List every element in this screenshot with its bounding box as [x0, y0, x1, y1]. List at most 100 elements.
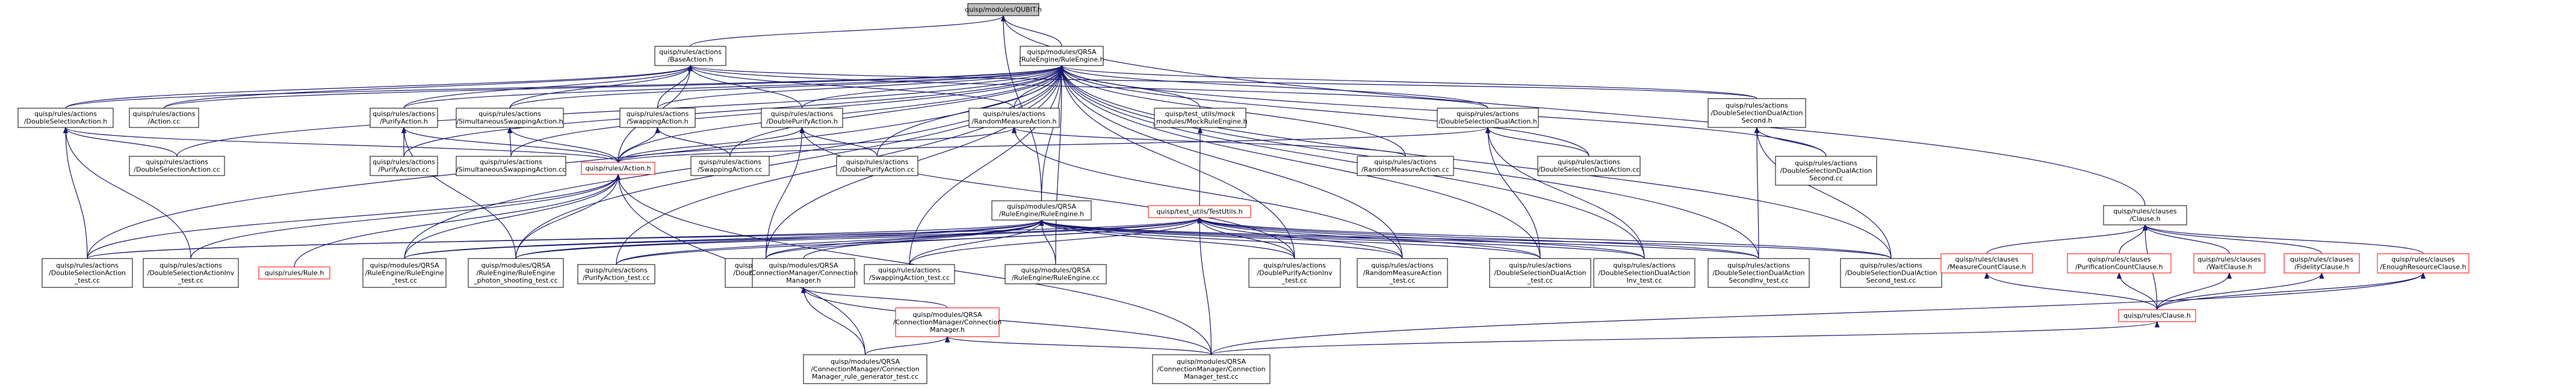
node-label-dsdualsecond_test-1: /DoubleSelectionDualAction: [1845, 269, 1937, 277]
edge-doublepurifyinv_test-to-testutils: [1197, 216, 1295, 259]
node-dsdualsecond[interactable]: quisp/rules/actions/DoubleSelectionDualA…: [1708, 98, 1806, 128]
node-label-rule-0: quisp/rules/Rule.h: [265, 269, 324, 277]
node-waitclause[interactable]: quisp/rules/clauses/WaitClause.h: [2193, 253, 2265, 274]
node-randommeasurecc[interactable]: quisp/rules/actions/RandomMeasureAction.…: [1357, 156, 1454, 176]
edge-doublepurify-to-ruleengine: [801, 64, 1065, 109]
node-box-swapping_test: [864, 264, 955, 284]
edge-dsdual_test-to-ruleengine: [1059, 64, 1541, 259]
edge-re_photon_test-to-ruleengine: [515, 64, 1065, 259]
edge-dsdualsecond-to-baseaction: [688, 64, 1757, 99]
node-doublepurify[interactable]: quisp/rules/actions/DoublePurifyAction.h: [761, 108, 843, 128]
node-label-waitclause-1: /WaitClause.h: [2206, 263, 2252, 271]
node-label-waitclause-0: quisp/rules/clauses: [2197, 256, 2261, 263]
node-label-simswapcc-0: quisp/rules/actions: [480, 158, 542, 166]
node-simswap[interactable]: quisp/rules/actions/SimultaneousSwapping…: [456, 108, 564, 128]
edge-dsdualsecondinv_test-to-testutils: [1197, 216, 1759, 259]
node-clause[interactable]: quisp/rules/clauses/Clause.h: [2103, 205, 2187, 225]
node-label-recc-0: quisp/modules/QRSA: [1021, 266, 1091, 274]
node-label-dsdualsecond_test-0: quisp/rules/actions: [1860, 262, 1922, 269]
node-simswapcc[interactable]: quisp/rules/actions/SimultaneousSwapping…: [456, 156, 566, 176]
node-swappingcc[interactable]: quisp/rules/actions/SwappingAction.cc: [690, 156, 770, 176]
node-rule[interactable]: quisp/rules/Rule.h: [258, 266, 330, 280]
node-enoughresource[interactable]: quisp/rules/clauses/EnoughResourceClause…: [2377, 253, 2469, 274]
node-dsdualsecondcc[interactable]: quisp/rules/actions/DoubleSelectionDualA…: [1775, 156, 1877, 186]
node-dsaction[interactable]: quisp/rules/actions/DoubleSelectionActio…: [17, 108, 114, 128]
node-label-randommeasure-0: quisp/rules/actions: [983, 110, 1045, 118]
node-label-doublepurifycc-1: /DoublePurifyAction.cc: [840, 166, 915, 174]
node-measurecount[interactable]: quisp/rules/clauses/MeasureCountClause.h: [1940, 253, 2033, 274]
node-label-re_photon_test-2: _photon_shooting_test.cc: [473, 277, 557, 284]
node-purifycc[interactable]: quisp/rules/actions/PurifyAction.cc: [370, 156, 438, 176]
node-re_test[interactable]: quisp/modules/QRSA/RuleEngine/RuleEngine…: [362, 258, 447, 288]
node-dsdualsecond_test[interactable]: quisp/rules/actions/DoubleSelectionDualA…: [1840, 258, 1942, 288]
node-label-purificationcount-1: /PurificationCountClause.h: [2075, 263, 2163, 271]
node-doublepurifyinv_test[interactable]: quisp/rules/actions/DoublePurifyActionIn…: [1248, 258, 1341, 288]
edge-dsdualsecond_test-to-ruleengine: [1059, 64, 1892, 259]
node-dsdualcc[interactable]: quisp/rules/actions/DoubleSelectionDualA…: [1537, 156, 1641, 176]
edge-dsactioncc-to-ruleengine: [176, 64, 1065, 157]
node-dsactioninv_test[interactable]: quisp/rules/actions/DoubleSelectionActio…: [143, 258, 239, 288]
edge-dsaction_test-to-ruleengine: [87, 64, 1065, 259]
node-label-doublepurifyinv_test-2: _test.cc: [1281, 277, 1307, 284]
node-label-dsdual-0: quisp/rules/actions: [1457, 110, 1519, 118]
node-dsaction_test[interactable]: quisp/rules/actions/DoubleSelectionActio…: [42, 258, 133, 288]
node-mockre[interactable]: quisp/test_utils/mock_modules/MockRuleEn…: [1153, 108, 1248, 128]
edge-simswap-to-ruleengine: [509, 64, 1064, 109]
node-label-doublepurify-1: /DoublePurifyAction.h: [766, 118, 838, 126]
node-box-enoughresource: [2377, 253, 2469, 274]
edge-actioncc-to-ruleengine: [163, 64, 1064, 109]
node-box-re_photon_test: [468, 258, 564, 288]
node-baseaction[interactable]: quisp/rules/actions/BaseAction.h: [654, 46, 726, 66]
node-cm_test[interactable]: quisp/modules/QRSA/ConnectionManager/Con…: [1152, 354, 1271, 384]
node-dsdual[interactable]: quisp/rules/actions/DoubleSelectionDualA…: [1437, 108, 1539, 128]
node-dsdual_test[interactable]: quisp/rules/actions/DoubleSelectionDualA…: [1489, 258, 1591, 288]
edge-cm_test-to-enoughresource: [1210, 272, 2426, 355]
node-label-mockre-1: _modules/MockRuleEngine.h: [1153, 118, 1248, 126]
node-label-dsdualsecondcc-1: /DoubleSelectionDualAction: [1780, 167, 1872, 174]
node-label-clause-1: /Clause.h: [2129, 215, 2160, 223]
node-rulesclause[interactable]: quisp/rules/Clause.h: [2118, 309, 2196, 322]
node-label-fidelity-1: /FidelityClause.h: [2294, 263, 2348, 271]
node-label-re_test-2: _test.cc: [391, 277, 417, 284]
node-actioncc[interactable]: quisp/rules/actions/Action.cc: [129, 108, 199, 128]
node-label-cm_test-1: /ConnectionManager/Connection: [1157, 365, 1265, 373]
node-cm_rulegen_test[interactable]: quisp/modules/QRSA/ConnectionManager/Con…: [803, 354, 927, 384]
node-box-randommeasurecc: [1357, 156, 1454, 176]
node-doublepurifycc[interactable]: quisp/rules/actions/DoublePurifyAction.c…: [836, 156, 918, 176]
edge-randommeasure_test-to-re2: [1039, 219, 1403, 259]
node-label-doublepurifycc-0: quisp/rules/actions: [846, 158, 909, 166]
node-recc[interactable]: quisp/modules/QRSA/RuleEngine/RuleEngine…: [1005, 264, 1107, 284]
edge-cm_test-to-cm: [800, 286, 1212, 355]
node-randommeasure_test[interactable]: quisp/rules/actions/RandomMeasureAction_…: [1357, 258, 1448, 288]
node-label-swapping-1: /SwappingAction.h: [627, 118, 688, 126]
node-cm2[interactable]: quisp/modules/QRSA/ConnectionManager/Con…: [893, 307, 1002, 337]
node-label-dsdualinv_test-2: Inv_test.cc: [1627, 277, 1662, 284]
node-qubit[interactable]: quisp/modules/QUBIT.h: [965, 3, 1042, 16]
node-label-swapping-0: quisp/rules/actions: [627, 110, 689, 118]
node-box-measurecount: [1940, 253, 2033, 274]
node-randommeasure[interactable]: quisp/rules/actions/RandomMeasureAction.…: [968, 108, 1060, 128]
node-label-enoughresource-1: /EnoughResourceClause.h: [2380, 263, 2466, 271]
node-dsdualsecondinv_test[interactable]: quisp/rules/actions/DoubleSelectionDualA…: [1708, 258, 1810, 288]
node-action[interactable]: quisp/rules/Action.h: [581, 162, 655, 175]
node-fidelity[interactable]: quisp/rules/clauses/FidelityClause.h: [2283, 253, 2360, 274]
node-dsactioncc[interactable]: quisp/rules/actions/DoubleSelectionActio…: [129, 156, 225, 176]
node-label-dsdual_test-2: _test.cc: [1527, 277, 1553, 284]
node-dsdualinv_test[interactable]: quisp/rules/actions/DoubleSelectionDualA…: [1593, 258, 1695, 288]
node-purify_test[interactable]: quisp/rules/actions/PurifyAction_test.cc: [577, 264, 655, 284]
node-swapping_test[interactable]: quisp/rules/actions/SwappingAction_test.…: [864, 264, 955, 284]
node-cm[interactable]: quisp/modules/QRSA/ConnectionManager/Con…: [749, 258, 858, 288]
node-purifyaction[interactable]: quisp/rules/actions/PurifyAction.h: [370, 108, 438, 128]
edge-action-to-doublepurify: [618, 126, 805, 163]
node-label-dsactioncc-1: /DoubleSelectionAction.cc: [134, 166, 220, 174]
node-re_photon_test[interactable]: quisp/modules/QRSA/RuleEngine/RuleEngine…: [468, 258, 564, 288]
node-label-actioncc-1: /Action.cc: [148, 118, 181, 126]
node-ruleengine[interactable]: quisp/modules/QRSA/RuleEngine/RuleEngine…: [1019, 46, 1104, 66]
node-label-randommeasure_test-1: /RandomMeasureAction: [1363, 269, 1441, 277]
node-purificationcount[interactable]: quisp/rules/clauses/PurificationCountCla…: [2067, 253, 2172, 274]
node-testutils[interactable]: quisp/test_utils/TestUtils.h: [1148, 205, 1251, 218]
node-label-dsaction-1: /DoubleSelectionAction.h: [24, 118, 107, 126]
node-box-ruleengine: [1020, 46, 1104, 66]
node-swapping[interactable]: quisp/rules/actions/SwappingAction.h: [619, 108, 696, 128]
node-re2[interactable]: quisp/modules/QRSA/RuleEngine/RuleEngine…: [991, 200, 1092, 221]
